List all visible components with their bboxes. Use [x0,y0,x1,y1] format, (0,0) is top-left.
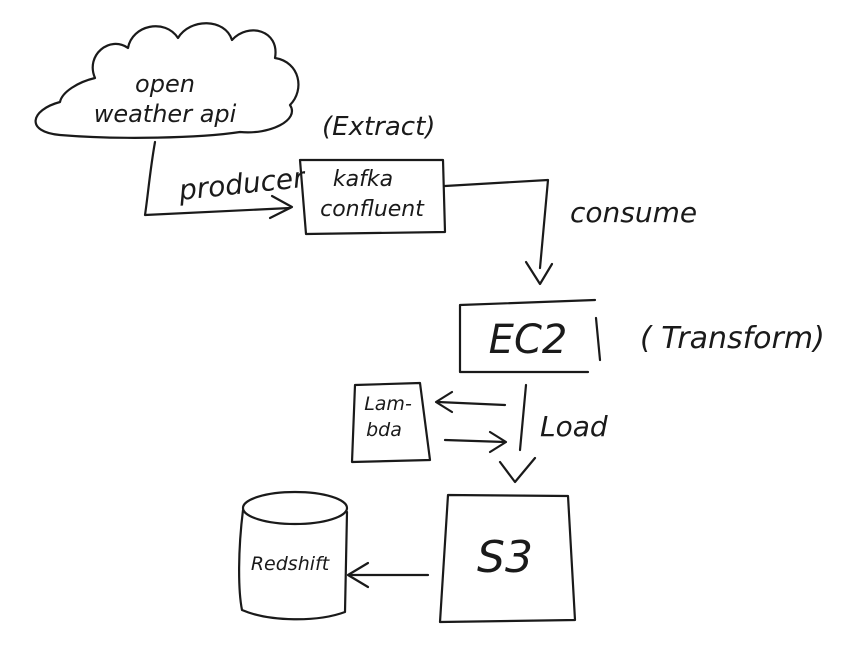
consume-label: consume [570,196,697,229]
kafka-label-line2: confluent [320,197,425,222]
s3-box: S3 [438,493,577,624]
lambda-arrows [434,390,508,454]
kafka-label-line1: kafka [333,167,393,192]
transform-label: ( Transform) [640,321,825,356]
consume-arrow [443,178,554,286]
producer-arrow [143,140,294,220]
ec2-box: EC2 [458,298,602,374]
redshift-label: Redshift [251,553,331,575]
redshift-cylinder: Redshift [238,490,349,621]
load-label: Load [540,410,608,443]
ec2-label: EC2 [489,317,568,363]
lambda-label-line1: Lam- [364,393,412,415]
lambda-box: Lam- bda [350,381,432,464]
extract-label: (Extract) [322,112,435,142]
s3-label: S3 [477,532,533,583]
producer-label: producer [176,161,307,207]
s3-to-redshift-arrow [346,561,430,589]
kafka-confluent-box: kafka confluent [298,158,447,236]
api-label-line2: weather api [94,100,237,128]
weather-api-cloud: open weather api [34,22,300,139]
api-label-line1: open [135,70,195,98]
lambda-label-line2: bda [366,419,402,441]
load-arrow [498,383,537,484]
